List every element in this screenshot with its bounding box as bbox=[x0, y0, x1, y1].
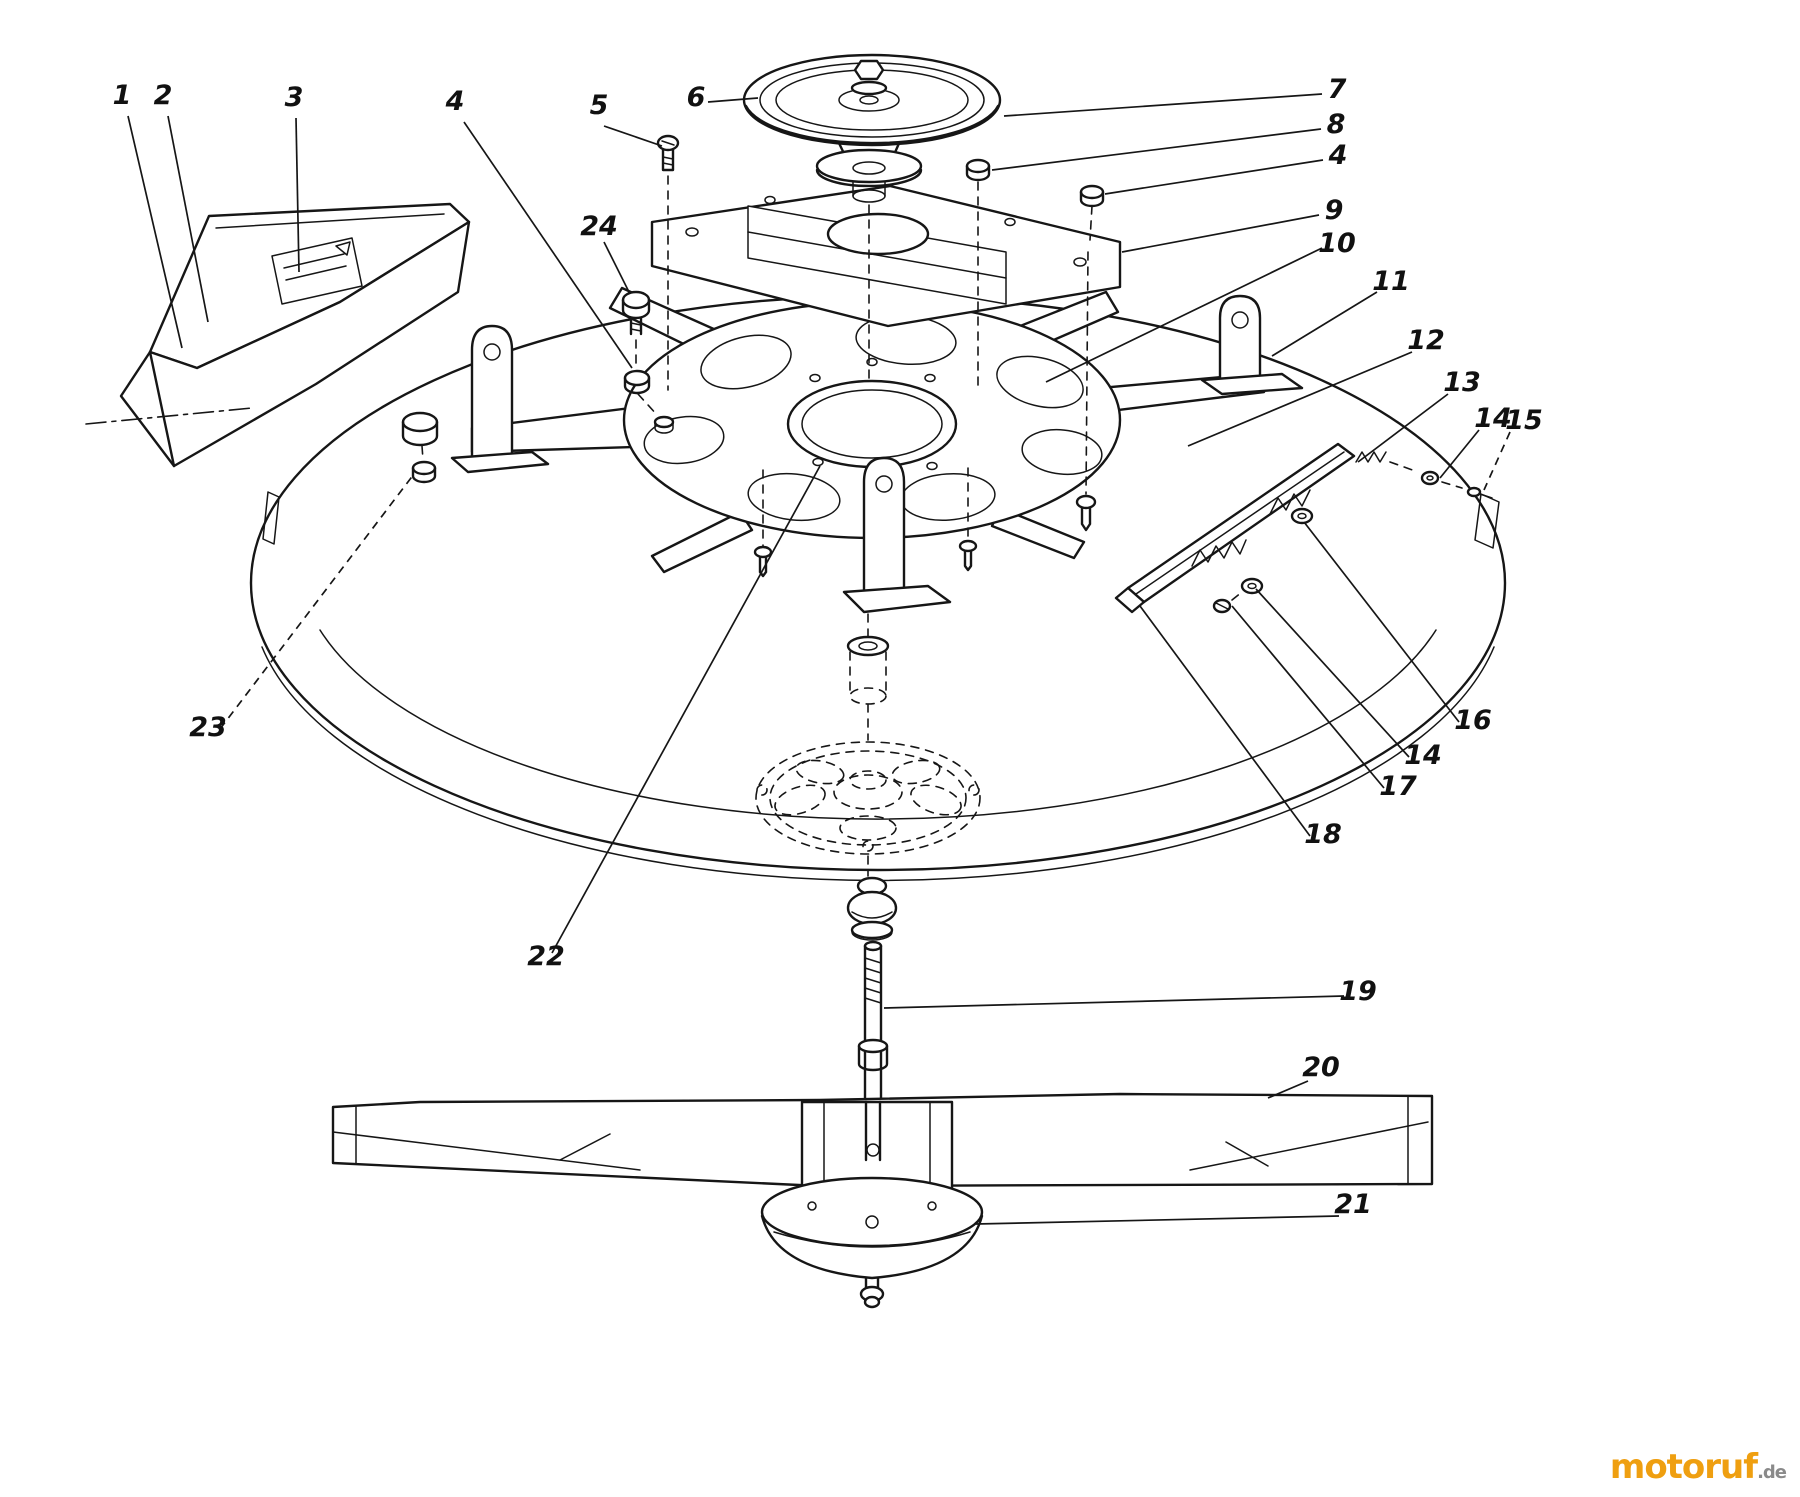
leader-line-15 bbox=[1483, 431, 1511, 491]
hub-nut bbox=[853, 59, 885, 81]
leader-line-18 bbox=[1139, 605, 1311, 837]
leader-line-4 bbox=[1104, 159, 1324, 195]
leader-line-24 bbox=[603, 241, 631, 295]
callout-4: 4 bbox=[445, 86, 465, 117]
leader-line-6 bbox=[707, 97, 759, 103]
leader-line-2 bbox=[167, 115, 209, 323]
baffle-bar-assembly bbox=[1114, 442, 1493, 614]
leader-line-8 bbox=[991, 128, 1322, 171]
standoff-brackets bbox=[450, 294, 1304, 614]
callout-7: 7 bbox=[1328, 74, 1347, 105]
leader-line-5 bbox=[603, 125, 663, 147]
drive-pulley bbox=[742, 53, 1002, 383]
callout-16: 16 bbox=[1454, 705, 1492, 736]
callout-13: 13 bbox=[1443, 367, 1481, 398]
spring bbox=[1191, 539, 1247, 567]
spring bbox=[1269, 489, 1311, 515]
leader-line-3 bbox=[295, 117, 300, 273]
spindle-shaft bbox=[857, 940, 889, 1108]
nut-4 bbox=[1079, 184, 1105, 200]
callout-10: 10 bbox=[1318, 228, 1356, 259]
callout-20: 20 bbox=[1302, 1052, 1340, 1083]
screw-9 bbox=[1075, 494, 1097, 510]
mower-blade bbox=[331, 1092, 1434, 1203]
callout-15: 15 bbox=[1505, 405, 1543, 436]
callout-2: 2 bbox=[154, 80, 173, 111]
leader-line-4 bbox=[463, 121, 633, 369]
leader-line-17 bbox=[1231, 605, 1385, 789]
callout-9: 9 bbox=[1325, 195, 1344, 226]
leader-line-11 bbox=[1271, 291, 1378, 357]
engine-mounting-plate bbox=[650, 184, 1122, 328]
leader-line-7 bbox=[1003, 93, 1323, 117]
callout-23: 23 bbox=[189, 712, 227, 743]
callout-17: 17 bbox=[1379, 771, 1417, 802]
callout-22: 22 bbox=[527, 941, 565, 972]
callout-8: 8 bbox=[1327, 109, 1346, 140]
callout-14: 14 bbox=[1474, 403, 1512, 434]
callout-5: 5 bbox=[590, 90, 609, 121]
screw-15 bbox=[1466, 486, 1482, 498]
bearing-ball bbox=[846, 890, 898, 926]
leader-line-19 bbox=[883, 995, 1345, 1009]
leader-line-12 bbox=[1187, 351, 1413, 447]
callout-6: 6 bbox=[687, 82, 706, 113]
spindle-assembly-hidden bbox=[755, 613, 981, 941]
fasteners bbox=[401, 134, 1105, 578]
leader-line-23 bbox=[219, 473, 415, 730]
bolt-24 bbox=[621, 290, 651, 310]
callout-3: 3 bbox=[285, 82, 304, 113]
leader-line-22 bbox=[551, 465, 821, 954]
leader-line-20 bbox=[1267, 1080, 1309, 1099]
watermark-tld: .de bbox=[1757, 1462, 1787, 1483]
bearing bbox=[846, 635, 890, 657]
leader-line-21 bbox=[975, 1215, 1340, 1225]
blade-cover bbox=[760, 1176, 984, 1309]
leader-line-10 bbox=[1045, 247, 1323, 383]
watermark-brand: motoruf bbox=[1609, 1447, 1758, 1487]
callout-18: 18 bbox=[1304, 819, 1342, 850]
callout-1: 1 bbox=[113, 80, 132, 111]
washer-14 bbox=[1420, 470, 1440, 486]
callout-12: 12 bbox=[1407, 325, 1445, 356]
leader-line-9 bbox=[1121, 214, 1320, 253]
callout-21: 21 bbox=[1334, 1189, 1372, 1220]
leader-line-14 bbox=[1439, 429, 1480, 479]
callout-24: 24 bbox=[580, 211, 618, 242]
cap-23 bbox=[401, 411, 439, 433]
callout-4: 4 bbox=[1328, 140, 1348, 171]
leader-line-1 bbox=[127, 115, 183, 349]
nut-8 bbox=[965, 158, 991, 174]
discharge-chute bbox=[85, 202, 471, 468]
leader-line-13 bbox=[1357, 393, 1449, 463]
leader-line-16 bbox=[1303, 521, 1460, 723]
callout-11: 11 bbox=[1372, 266, 1410, 297]
leader-line-14 bbox=[1255, 588, 1410, 758]
callout-14: 14 bbox=[1404, 740, 1442, 771]
callout-19: 19 bbox=[1339, 976, 1377, 1007]
watermark-logo: motoruf.de bbox=[1609, 1447, 1787, 1487]
